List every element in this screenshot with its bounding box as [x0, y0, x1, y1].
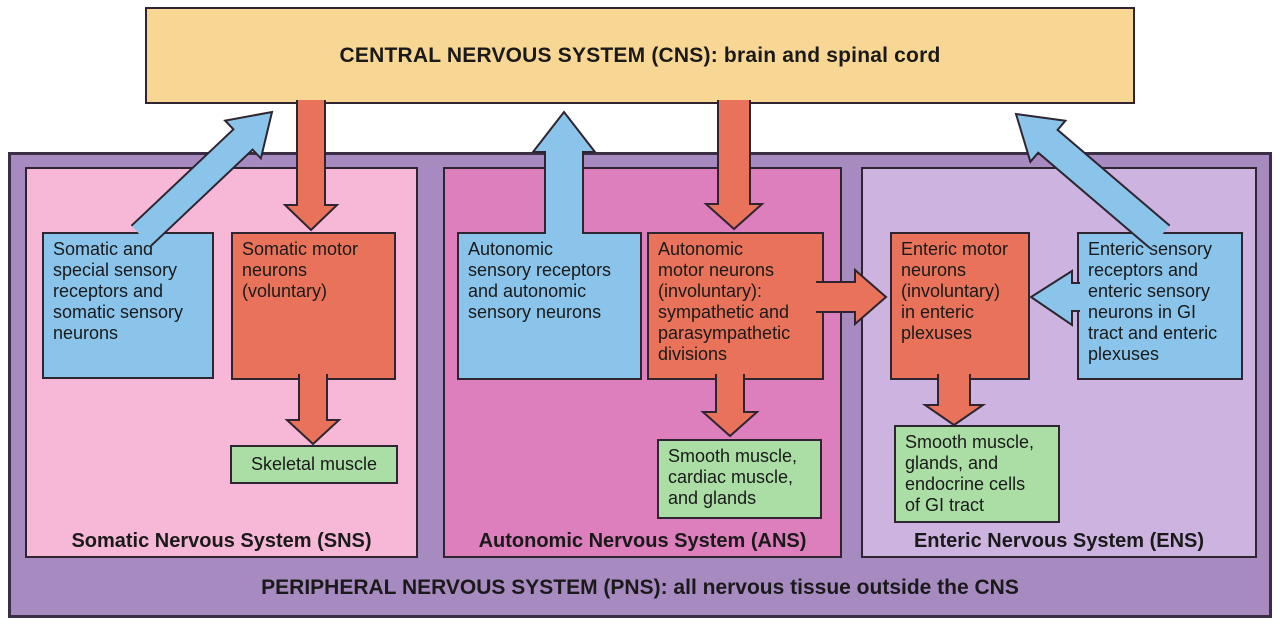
pns-title: PERIPHERAL NERVOUS SYSTEM (PNS): all ner…: [261, 576, 1019, 599]
sns-motor-box: Somatic motor neurons (voluntary): [231, 232, 396, 380]
ens-effector-box: Smooth muscle, glands, and endocrine cel…: [894, 425, 1060, 523]
pns-title-layer: PERIPHERAL NERVOUS SYSTEM (PNS): all ner…: [8, 152, 1272, 618]
ans-caption: Autonomic Nervous System (ANS): [478, 530, 807, 552]
ans-motor-box: Autonomic motor neurons (involuntary): s…: [647, 232, 824, 380]
ens-caption: Enteric Nervous System (ENS): [913, 530, 1205, 552]
cns-title: CENTRAL NERVOUS SYSTEM (CNS): brain and …: [339, 43, 941, 67]
sns-caption: Somatic Nervous System (SNS): [71, 530, 372, 552]
sns-sensory-box: Somatic and special sensory receptors an…: [42, 232, 214, 379]
cns-box: CENTRAL NERVOUS SYSTEM (CNS): brain and …: [145, 7, 1135, 104]
ens-motor-box: Enteric motor neurons (involuntary) in e…: [890, 232, 1030, 380]
ans-section: Autonomic sensory receptors and autonomi…: [443, 167, 842, 558]
sns-effector-box: Skeletal muscle: [230, 445, 398, 484]
ans-effector-box: Smooth muscle, cardiac muscle, and gland…: [657, 439, 822, 519]
ens-sensory-box: Enteric sensory receptors and enteric se…: [1077, 232, 1243, 380]
ans-sensory-box: Autonomic sensory receptors and autonomi…: [457, 232, 642, 380]
